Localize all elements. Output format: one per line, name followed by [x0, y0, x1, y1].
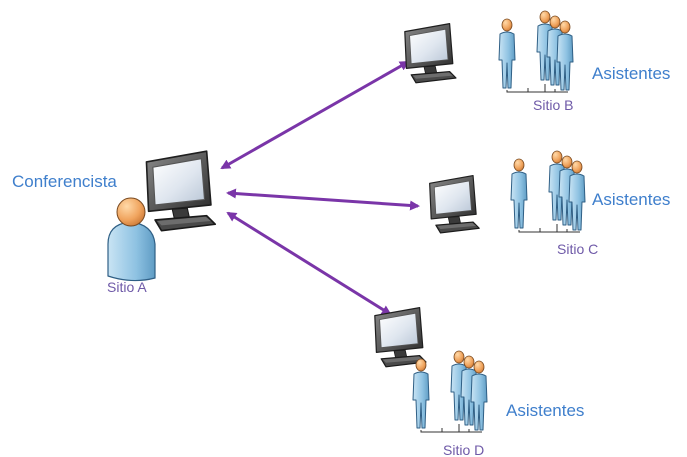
monitor-icon [145, 150, 217, 232]
presenter-role-label: Conferencista [12, 172, 117, 191]
arrow-icon [220, 60, 410, 170]
connection-arrows [220, 60, 420, 316]
attendees-label: Asistentes [592, 190, 670, 209]
attendee-group-icon [511, 151, 585, 232]
presenter-person-icon [107, 197, 156, 282]
site-label: Sitio B [533, 97, 573, 113]
arrow-icon [226, 211, 392, 316]
attendee-group-icon [413, 351, 487, 432]
attendees-label: Asistentes [592, 64, 670, 83]
site-label: Sitio A [107, 279, 147, 295]
site-label: Sitio C [557, 241, 598, 257]
arrow-icon [226, 188, 420, 211]
site-d: Asistentes Sitio D [374, 306, 584, 457]
site-c: Asistentes Sitio C [429, 151, 670, 257]
monitor-icon [374, 306, 427, 368]
attendee-group-icon [499, 11, 573, 92]
monitor-icon [429, 174, 480, 234]
site-b: Asistentes Sitio B [404, 11, 670, 113]
attendees-label: Asistentes [506, 401, 584, 420]
site-a: Conferencista Sitio A [12, 150, 217, 295]
monitor-icon [404, 22, 457, 84]
site-label: Sitio D [443, 442, 484, 457]
